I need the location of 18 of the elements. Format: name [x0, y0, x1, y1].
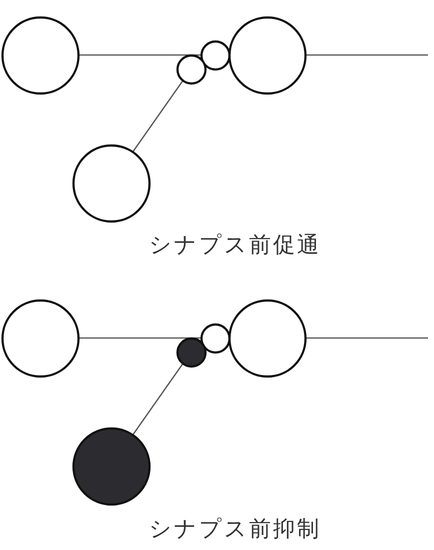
connecting-line	[132, 363, 184, 436]
caption: シナプス前抑制	[149, 516, 321, 544]
neuron-circle	[72, 144, 150, 222]
neuron-circle	[200, 40, 230, 70]
caption: シナプス前促通	[149, 232, 321, 260]
connecting-line	[132, 80, 184, 152]
connecting-line	[305, 337, 428, 339]
neuron-circle	[0, 298, 80, 378]
connecting-line	[305, 54, 428, 56]
connecting-line	[78, 54, 201, 56]
neuron-circle	[228, 16, 306, 94]
filled-neuron-circle	[72, 426, 150, 506]
filled-neuron-circle	[176, 336, 206, 368]
connecting-line	[78, 337, 201, 339]
neuron-circle	[228, 298, 306, 378]
neuron-circle	[0, 16, 80, 94]
neuron-circle	[200, 322, 230, 354]
neuron-circle	[176, 54, 206, 84]
